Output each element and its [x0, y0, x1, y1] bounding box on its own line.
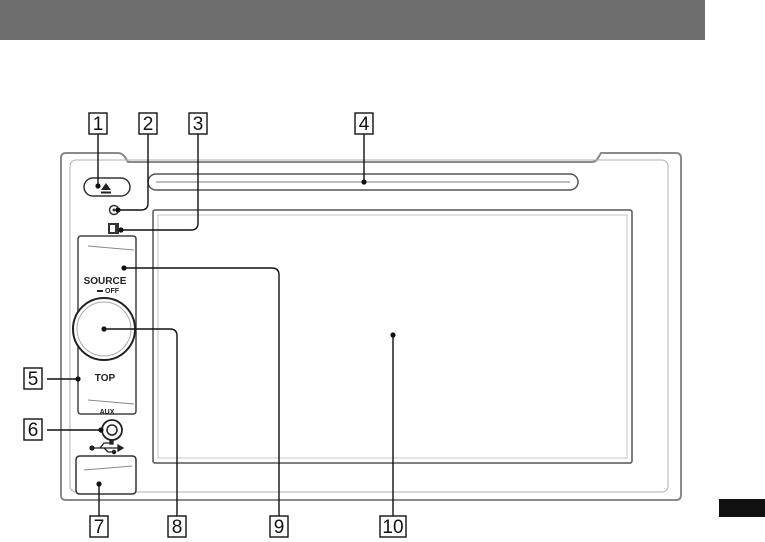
callout-number-9: 9	[274, 517, 285, 538]
usb-port-cover[interactable]	[76, 456, 136, 494]
callout-number-8: 8	[172, 517, 183, 538]
callout-number-7: 7	[94, 517, 105, 538]
callout-number-5: 5	[28, 369, 39, 390]
off-indicator-mark	[97, 290, 103, 292]
aux-jack-hole	[107, 425, 117, 435]
callout-dot-10	[390, 332, 395, 337]
callout-dot-5	[75, 376, 80, 381]
callout-number-10: 10	[382, 517, 403, 538]
callout-dot-6	[98, 427, 103, 432]
callout-number-3: 3	[193, 114, 204, 135]
aux-label: AUX	[100, 409, 115, 416]
callout-number-1: 1	[93, 114, 104, 135]
callout-number-6: 6	[28, 420, 39, 441]
callout-box-5: 5	[24, 368, 42, 390]
source-label: SOURCE	[84, 276, 127, 287]
callout-dot-1	[95, 183, 100, 188]
callout-number-2: 2	[143, 114, 154, 135]
callout-dot-9	[121, 265, 126, 270]
small-button-mark	[110, 225, 115, 232]
callout-box-6: 6	[24, 419, 42, 441]
callout-dot-4	[361, 179, 366, 184]
callout-dot-3	[118, 227, 123, 232]
callout-box-9: 9	[270, 516, 288, 538]
callout-box-4: 4	[355, 113, 373, 135]
callout-dot-2	[115, 207, 120, 212]
callout-box-7: 7	[90, 516, 108, 538]
callout-box-3: 3	[189, 113, 207, 135]
callout-dot-8	[101, 326, 106, 331]
callout-dot-7	[96, 481, 101, 486]
callout-number-4: 4	[359, 114, 370, 135]
top-label: TOP	[95, 373, 116, 384]
small-sensor-center	[113, 209, 116, 212]
callout-box-2: 2	[139, 113, 157, 135]
callout-box-8: 8	[168, 516, 186, 538]
callout-box-1: 1	[89, 113, 107, 135]
off-label: OFF	[105, 288, 120, 295]
callout-box-10: 10	[380, 516, 406, 538]
